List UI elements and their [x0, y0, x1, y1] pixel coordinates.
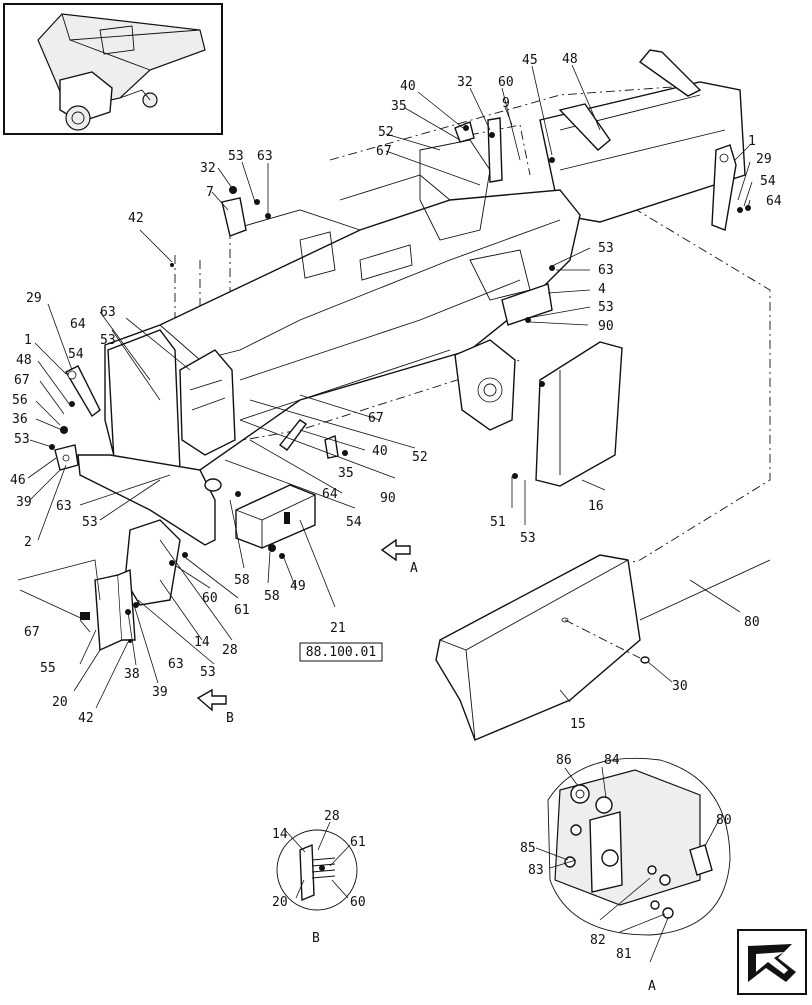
- callout-56: 56: [12, 393, 28, 408]
- detail-view-b: [276, 829, 358, 911]
- callout-64: 64: [322, 487, 338, 502]
- rear-shield: [435, 554, 771, 741]
- callout-38: 38: [124, 667, 140, 682]
- callout-30: 30: [672, 679, 688, 694]
- callout-84: 84: [604, 753, 620, 768]
- callout-9: 9: [502, 96, 510, 111]
- callout-67: 67: [24, 625, 40, 640]
- callout-15: 15: [570, 717, 586, 732]
- callout-32: 32: [200, 161, 216, 176]
- callout-54: 54: [68, 347, 84, 362]
- callout-28: 28: [222, 643, 238, 658]
- callout-85: 85: [520, 841, 536, 856]
- callout-48: 48: [562, 52, 578, 67]
- callout-80: 80: [716, 813, 732, 828]
- callout-64: 64: [766, 194, 782, 209]
- callout-51: 51: [490, 515, 506, 530]
- callout-90: 90: [598, 319, 614, 334]
- callout-54: 54: [760, 174, 776, 189]
- callout-53: 53: [598, 300, 614, 315]
- callout-81: 81: [616, 947, 632, 962]
- callout-60: 60: [350, 895, 366, 910]
- callout-53: 53: [200, 665, 216, 680]
- callout-32: 32: [457, 75, 473, 90]
- view-b-marker: B: [226, 711, 234, 726]
- callout-46: 46: [10, 473, 26, 488]
- callout-63: 63: [598, 263, 614, 278]
- callout-67: 67: [376, 144, 392, 159]
- callout-53: 53: [598, 241, 614, 256]
- callout-1: 1: [748, 134, 756, 149]
- callout-83: 83: [528, 863, 544, 878]
- callout-64: 64: [70, 317, 86, 332]
- callout-4: 4: [598, 282, 606, 297]
- callout-52: 52: [412, 450, 428, 465]
- callout-53: 53: [82, 515, 98, 530]
- view-a-detail-label: A: [648, 979, 656, 994]
- callout-16: 16: [588, 499, 604, 514]
- callout-53: 53: [520, 531, 536, 546]
- callout-42: 42: [78, 711, 94, 726]
- callout-20: 20: [272, 895, 288, 910]
- callout-55: 55: [40, 661, 56, 676]
- callout-53: 53: [228, 149, 244, 164]
- callout-14: 14: [272, 827, 288, 842]
- callout-63: 63: [100, 305, 116, 320]
- callout-61: 61: [234, 603, 250, 618]
- view-a-marker: A: [410, 561, 418, 576]
- callout-40: 40: [372, 444, 388, 459]
- view-b-detail-label: B: [312, 931, 320, 946]
- callout-67: 67: [14, 373, 30, 388]
- callout-49: 49: [290, 579, 306, 594]
- reference-box-label: 88.100.01: [306, 645, 376, 660]
- callout-7: 7: [206, 185, 214, 200]
- callout-63: 63: [168, 657, 184, 672]
- callout-2: 2: [24, 535, 32, 550]
- callout-53: 53: [100, 333, 116, 348]
- callout-90: 90: [380, 491, 396, 506]
- callout-60: 60: [498, 75, 514, 90]
- leader-lines: [17, 64, 753, 963]
- callout-28: 28: [324, 809, 340, 824]
- callout-29: 29: [756, 152, 772, 167]
- callout-29: 29: [26, 291, 42, 306]
- callout-53: 53: [14, 432, 30, 447]
- callout-42: 42: [128, 211, 144, 226]
- callout-40: 40: [400, 79, 416, 94]
- callout-60: 60: [202, 591, 218, 606]
- overview-thumbnail: [3, 3, 223, 135]
- callout-61: 61: [350, 835, 366, 850]
- callout-86: 86: [556, 753, 572, 768]
- reference-box: [299, 642, 383, 662]
- callout-52: 52: [378, 125, 394, 140]
- callout-20: 20: [52, 695, 68, 710]
- callout-21: 21: [330, 621, 346, 636]
- callout-58: 58: [264, 589, 280, 604]
- view-arrows: [196, 538, 411, 712]
- callout-35: 35: [391, 99, 407, 114]
- main-frame: [54, 49, 771, 652]
- callout-82: 82: [590, 933, 606, 948]
- callout-54: 54: [346, 515, 362, 530]
- next-page-arrow-icon[interactable]: [737, 929, 807, 995]
- callout-14: 14: [194, 635, 210, 650]
- callout-39: 39: [16, 495, 32, 510]
- callout-36: 36: [12, 412, 28, 427]
- detail-view-a: [547, 757, 731, 936]
- callout-45: 45: [522, 53, 538, 68]
- callout-48: 48: [16, 353, 32, 368]
- callout-39: 39: [152, 685, 168, 700]
- callout-35: 35: [338, 466, 354, 481]
- callout-63: 63: [257, 149, 273, 164]
- callout-58: 58: [234, 573, 250, 588]
- callout-67: 67: [368, 411, 384, 426]
- callout-1: 1: [24, 333, 32, 348]
- callout-labels: 40 32 60 45 48 35 9 52 67 1 29 54 64 32 …: [10, 52, 782, 962]
- callout-80: 80: [744, 615, 760, 630]
- callout-63: 63: [56, 499, 72, 514]
